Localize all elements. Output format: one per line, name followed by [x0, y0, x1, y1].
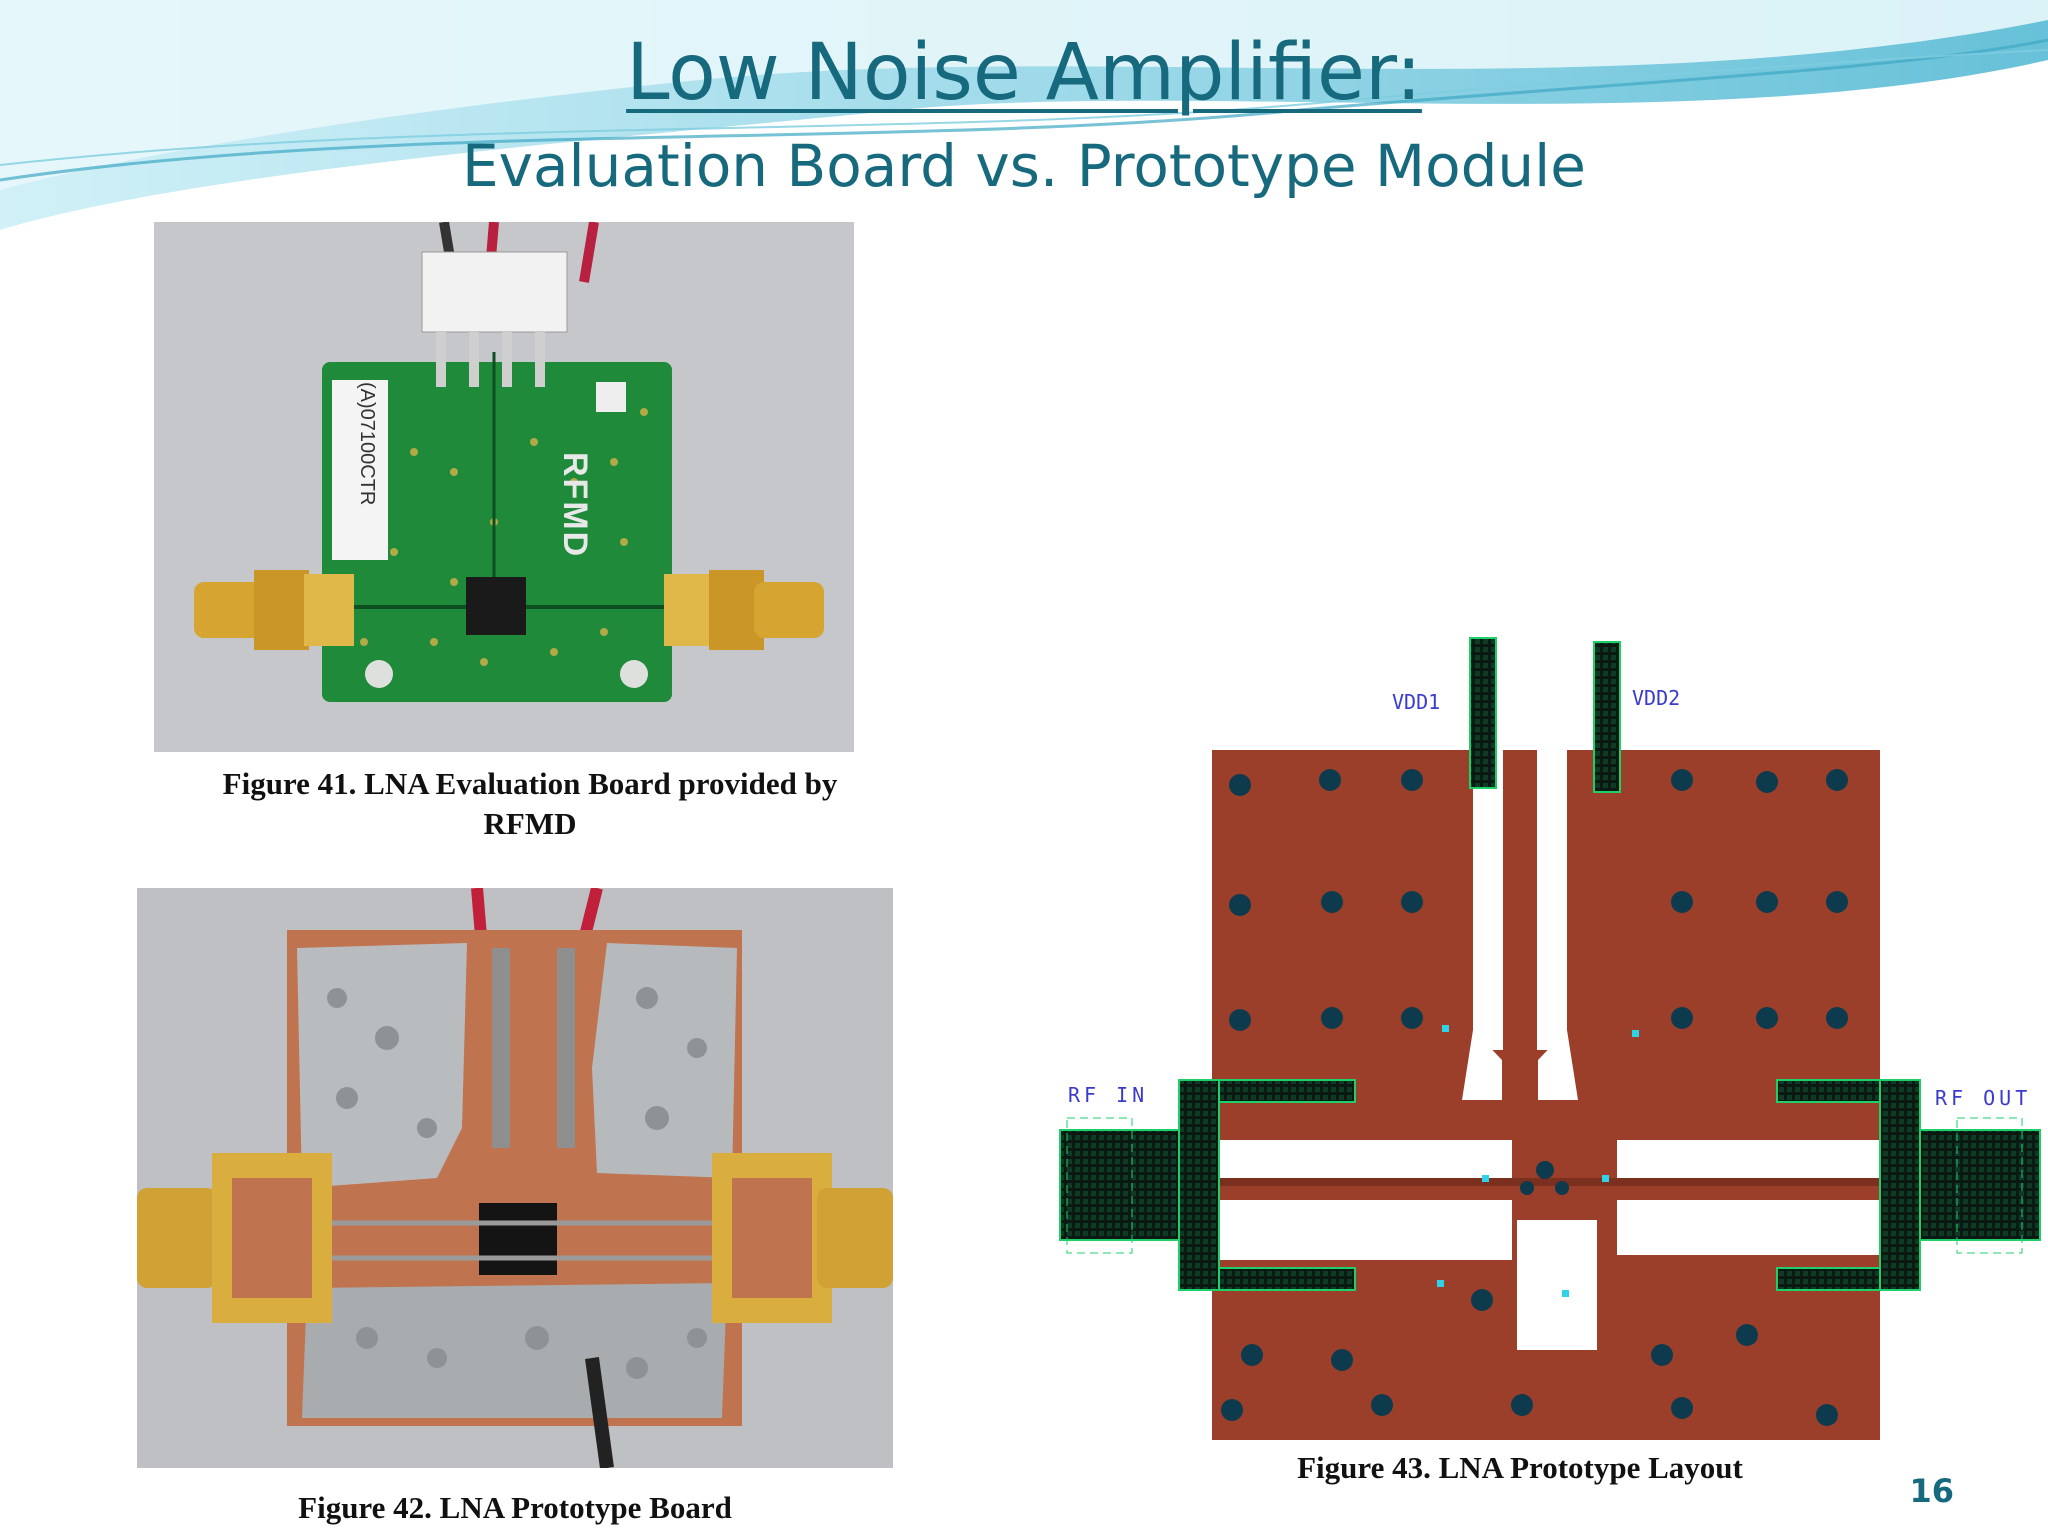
board-text-rfmd: RFMD [556, 452, 594, 559]
figure-42-caption: Figure 42. LNA Prototype Board [298, 1490, 732, 1525]
slide-number: 16 [1909, 1472, 1954, 1510]
evaluation-board-photo: RFMD (A)07100CTR [154, 222, 854, 752]
board-text-part-number: (A)07100CTR [356, 382, 378, 506]
rf-out-label: RF OUT [1935, 1086, 2032, 1110]
figure-41-caption: Figure 41. LNA Evaluation Board provided… [160, 764, 900, 844]
rf-in-label: RF IN [1068, 1083, 1149, 1107]
prototype-board-photo [137, 888, 893, 1468]
figure-41-caption-line1: Figure 41. LNA Evaluation Board provided… [222, 766, 838, 801]
vdd1-label: VDD1 [1392, 690, 1441, 714]
slide-title: Low Noise Amplifier: [626, 28, 1422, 118]
figure-41-caption-line2: RFMD [483, 806, 577, 841]
vdd2-label: VDD2 [1632, 686, 1681, 710]
slide-subtitle: Evaluation Board vs. Prototype Module [462, 132, 1586, 200]
prototype-layout-diagram: VDD1 VDD2 RF IN RF OUT [1042, 630, 2048, 1445]
figure-43-caption: Figure 43. LNA Prototype Layout [1297, 1450, 1743, 1485]
